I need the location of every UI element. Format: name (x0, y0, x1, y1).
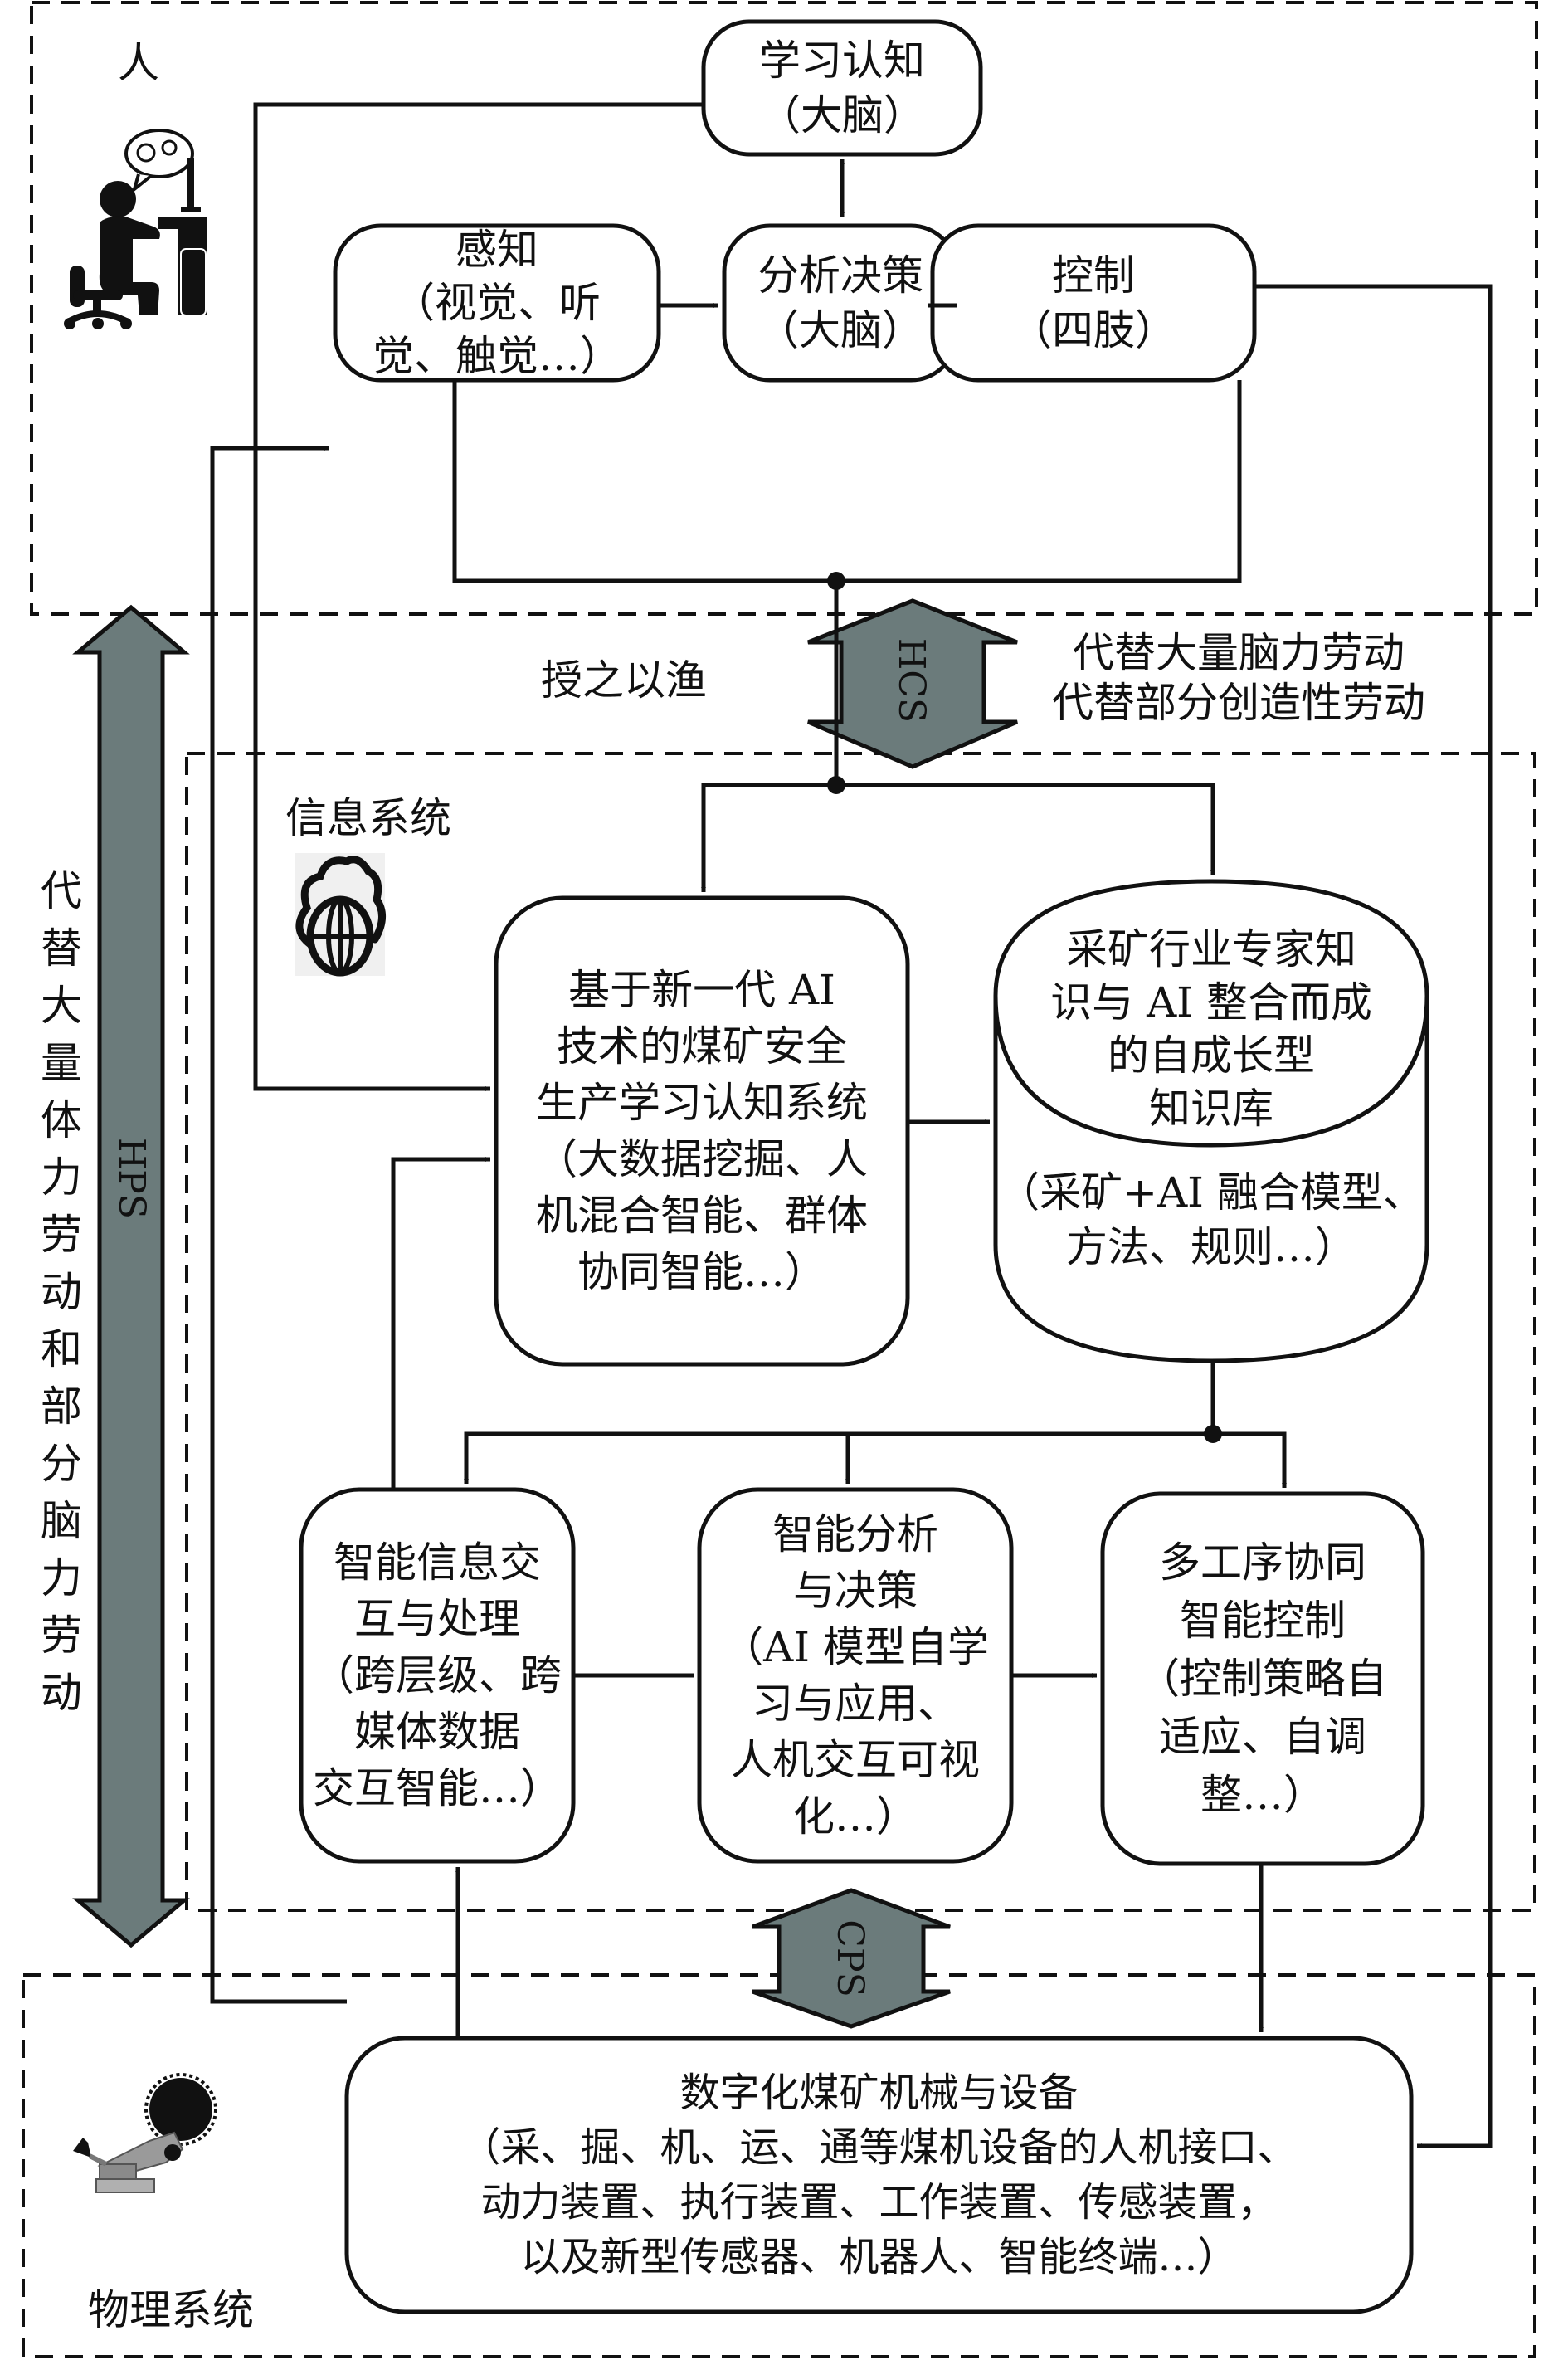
text-line: 互与处理 (354, 1595, 520, 1643)
hcs-effect-line-1: 代替大量脑力劳动 (1073, 629, 1405, 677)
node-knowledge-base-cylinder[interactable] (993, 879, 1429, 1363)
text-line: （跨层级、跨 (313, 1651, 562, 1699)
text-line: 以及新型传感器、机器人、智能终端…） (520, 2234, 1238, 2280)
text-line: 控制 (1052, 251, 1135, 300)
junction-dot-human-bus (827, 572, 845, 590)
node-perception-label: 感知 （视觉、听 觉、触觉…） (335, 226, 659, 380)
cloud-globe-icon (295, 853, 386, 977)
text-line: 与决策 (793, 1567, 918, 1615)
connector-equipment-to-perception (210, 446, 347, 2004)
hps-effect-annotation: 代替大量体力劳动和部分脑力劳动 (41, 867, 82, 1717)
physical-system-region-title: 物理系统 (88, 2286, 254, 2334)
hcs-interface-arrow (807, 598, 1018, 769)
info-system-region-title: 信息系统 (285, 794, 451, 842)
connector-interaction-to-ai (391, 1157, 490, 1490)
text-line: 智能信息交 (334, 1538, 541, 1587)
node-learning-cognition-box[interactable] (701, 19, 983, 157)
node-ai-learning-system-box[interactable] (494, 895, 910, 1367)
hcs-label: HCS (890, 638, 933, 723)
text-line: （大脑） (759, 91, 925, 139)
person-at-computer-icon (64, 129, 207, 329)
text-line: 基于新一代 AI (568, 966, 835, 1014)
node-analysis-decision-label: 分析决策 （大脑） (724, 226, 957, 380)
text-line: 识与 AI 整合而成 (1050, 978, 1372, 1026)
text-line: （视觉、听 (393, 279, 601, 327)
text-line: 知识库 (1149, 1085, 1273, 1133)
text-line: 的自成长型 (1108, 1031, 1315, 1080)
node-knowledge-base-detail: （采矿+AI 融合模型、 方法、规则…） (987, 1162, 1435, 1278)
text-line: （四肢） (1010, 306, 1176, 354)
text-line: （控制策略自 (1138, 1655, 1387, 1703)
text-line: 人机交互可视 (731, 1736, 980, 1784)
hcs-effect-line-2: 代替部分创造性劳动 (1052, 679, 1425, 727)
text-line: （大脑） (757, 306, 923, 354)
connector-bus-to-interaction (464, 1431, 1213, 1484)
text-line: （AI 模型自学 (722, 1623, 989, 1671)
text-line: 数字化煤矿机械与设备 (679, 2070, 1079, 2116)
node-digital-equipment-box[interactable] (344, 2036, 1414, 2314)
node-control-box[interactable] (930, 223, 1257, 383)
connector-to-knowledge-base (836, 783, 1215, 875)
text-line: 分析决策 (757, 251, 923, 300)
text-line: 适应、自调 (1159, 1713, 1366, 1761)
cps-label: CPS (829, 1919, 871, 1997)
node-learning-cognition-label: 学习认知 （大脑） (704, 22, 981, 154)
hps-label: HPS (110, 1138, 153, 1219)
node-smart-analysis-label: 智能分析 与决策 （AI 模型自学 习与应用、 人机交互可视 化…） (699, 1490, 1011, 1861)
text-line: 生产学习认知系统 (536, 1079, 868, 1127)
hcs-effect-annotation: 代替大量脑力劳动 代替部分创造性劳动 (1019, 621, 1458, 735)
node-multi-process-control-label: 多工序协同 智能控制 （控制策略自 适应、自调 整…） (1103, 1494, 1423, 1864)
junction-dot-info-split (827, 776, 845, 794)
teach-to-fish-annotation: 授之以渔 (541, 656, 707, 705)
text-line: 采矿行业专家知 (1066, 925, 1356, 973)
node-info-interaction-label: 智能信息交 互与处理 （跨层级、跨 媒体数据 交互智能…） (301, 1490, 573, 1861)
connector-limbs-to-equipment (1254, 284, 1493, 2148)
connector-bus-to-control (1213, 1431, 1287, 1488)
junction-dot-kb-split (1204, 1425, 1222, 1443)
text-line: 感知 (455, 226, 538, 274)
human-region-title: 人 (118, 39, 159, 87)
mining-machine-icon (73, 2073, 217, 2193)
node-ai-learning-system-label: 基于新一代 AI 技术的煤矿安全 生产学习认知系统 （大数据挖掘、人 机混合智能… (496, 898, 908, 1364)
text-line: 觉、触觉…） (373, 332, 621, 380)
text-line: 多工序协同 (1159, 1538, 1366, 1587)
text-line: 技术的煤矿安全 (557, 1022, 847, 1070)
text-line: 机混合智能、群体 (536, 1192, 868, 1240)
text-line: 学习认知 (759, 37, 925, 85)
node-digital-equipment-label: 数字化煤矿机械与设备 （采、掘、机、运、通等煤机设备的人机接口、 动力装置、执行… (347, 2038, 1411, 2312)
text-line: 协同智能…） (577, 1248, 826, 1296)
text-line: （采矿+AI 融合模型、 (998, 1168, 1424, 1217)
text-line: 智能控制 (1180, 1597, 1346, 1645)
connector-learning-to-ai (253, 102, 704, 1091)
text-line: （采、掘、机、运、通等煤机设备的人机接口、 (460, 2124, 1298, 2171)
text-line: 媒体数据 (354, 1708, 520, 1756)
text-line: 方法、规则…） (1066, 1223, 1356, 1271)
connector-to-ai-system (701, 783, 836, 892)
node-perception-box[interactable] (333, 223, 661, 383)
connector-group (210, 102, 1493, 2148)
text-line: （大数据挖掘、人 (536, 1135, 868, 1183)
hps-interface-arrow (72, 604, 190, 1948)
text-line: 交互智能…） (313, 1764, 562, 1812)
text-line: 习与应用、 (752, 1680, 959, 1728)
text-line: 整…） (1200, 1771, 1325, 1819)
node-knowledge-base-title: 采矿行业专家知 识与 AI 整合而成 的自成长型 知识库 (996, 921, 1427, 1137)
node-control-label: 控制 （四肢） (933, 226, 1254, 380)
text-line: 化…） (793, 1792, 918, 1841)
connector-perception-bus (452, 380, 1242, 583)
text-line: 动力装置、执行装置、工作装置、传感装置， (480, 2179, 1278, 2226)
cps-interface-arrow (752, 1888, 951, 2029)
text-line: 智能分析 (772, 1510, 938, 1558)
human-region-boundary (30, 1, 1538, 616)
